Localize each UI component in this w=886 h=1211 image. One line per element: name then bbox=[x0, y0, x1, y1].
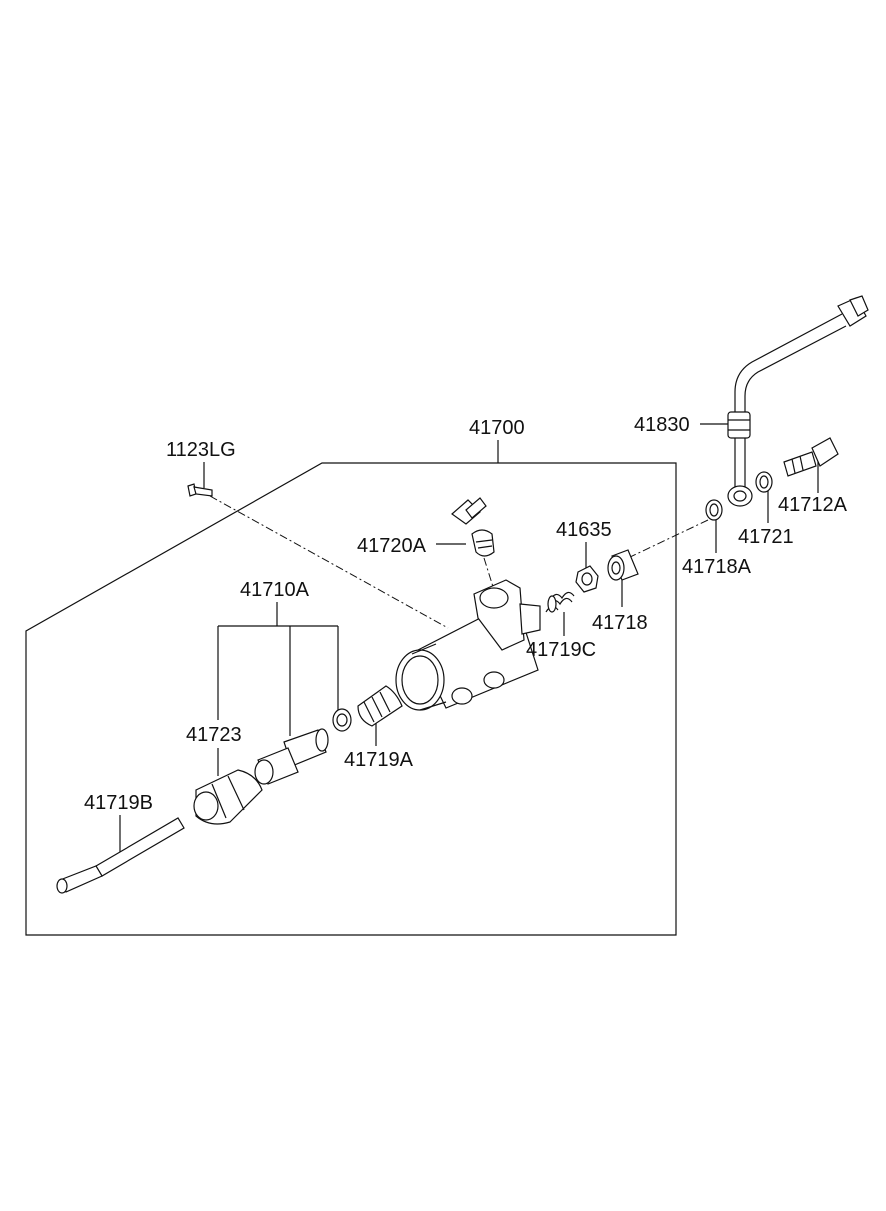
seal-ring bbox=[332, 708, 352, 732]
label-41723: 41723 bbox=[186, 724, 242, 746]
bleeder-41720A bbox=[451, 497, 495, 557]
bolt-alignment-line bbox=[209, 495, 449, 629]
label-41830: 41830 bbox=[634, 414, 690, 436]
spring-41719C bbox=[545, 591, 575, 613]
washer-41721 bbox=[755, 471, 773, 493]
banjo-bolt-41712A bbox=[783, 437, 839, 477]
bleeder-alignment-line bbox=[483, 557, 495, 591]
leader-lines bbox=[119, 423, 819, 858]
push-rod-41719B bbox=[56, 817, 185, 894]
nut-41635 bbox=[575, 565, 599, 593]
washer-41718A bbox=[705, 499, 723, 521]
label-41720A: 41720A bbox=[357, 535, 427, 557]
assembly-outline bbox=[25, 462, 677, 936]
label-41721: 41721 bbox=[738, 526, 794, 548]
bolt-1123LG bbox=[187, 483, 213, 497]
pipe-41830 bbox=[727, 295, 869, 507]
label-41718: 41718 bbox=[592, 612, 648, 634]
label-41719C: 41719C bbox=[526, 639, 596, 661]
label-41718A: 41718A bbox=[682, 556, 752, 578]
cylinder-body-41700 bbox=[395, 579, 541, 711]
fitting-alignment-line bbox=[627, 519, 709, 559]
label-41700: 41700 bbox=[469, 417, 525, 439]
label-41710A: 41710A bbox=[240, 579, 310, 601]
dust-boot-41723 bbox=[193, 769, 263, 825]
label-41635: 41635 bbox=[556, 519, 612, 541]
label-41719B: 41719B bbox=[84, 792, 153, 814]
union-41718 bbox=[607, 549, 639, 581]
label-1123LG: 1123LG bbox=[166, 439, 236, 461]
piston-cup bbox=[254, 747, 299, 785]
boot-41719A bbox=[357, 685, 403, 727]
label-41719A: 41719A bbox=[344, 749, 414, 771]
label-41712A: 41712A bbox=[778, 494, 848, 516]
